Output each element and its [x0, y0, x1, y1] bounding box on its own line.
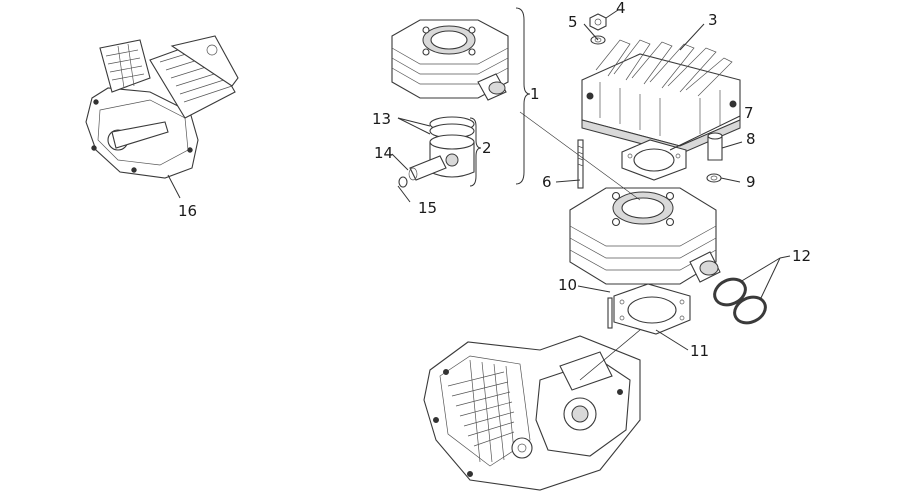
callout-6: 6	[542, 173, 552, 191]
leader-lines	[391, 9, 791, 381]
callout-3: 3	[708, 11, 718, 29]
callout-12: 12	[792, 247, 811, 265]
callout-15: 15	[418, 199, 437, 217]
piston-group-illustration	[398, 116, 475, 188]
callout-labels: 1 2 3 4 5 6 7 8 9 10 11 12 13 14 15 16	[178, 0, 811, 360]
callout-10: 10	[558, 276, 577, 294]
callout-7: 7	[744, 104, 754, 122]
callout-13: 13	[372, 110, 391, 128]
cylinder-middle-illustration	[569, 187, 721, 285]
callout-8: 8	[746, 130, 756, 148]
stud-illustration	[577, 139, 584, 189]
brace-1	[515, 7, 531, 185]
callout-4: 4	[616, 0, 626, 17]
crankcase-illustration	[423, 335, 641, 491]
base-gasket-illustration	[613, 283, 691, 335]
dowel-pin-illustration	[607, 297, 613, 329]
callout-9: 9	[746, 173, 756, 191]
washer-illustration	[706, 173, 722, 183]
callout-5: 5	[568, 13, 578, 31]
callout-16: 16	[178, 202, 197, 220]
callout-2: 2	[482, 139, 492, 157]
callout-11: 11	[690, 342, 709, 360]
brace-2	[469, 117, 482, 187]
cylinder-top-illustration	[391, 19, 509, 101]
nut-illustration	[589, 13, 607, 31]
engine-assembly-illustration	[85, 35, 239, 199]
callout-14: 14	[374, 144, 393, 162]
o-ring-illustration	[713, 277, 767, 325]
spacer-sleeve-illustration	[707, 132, 723, 161]
callout-1: 1	[530, 85, 540, 103]
